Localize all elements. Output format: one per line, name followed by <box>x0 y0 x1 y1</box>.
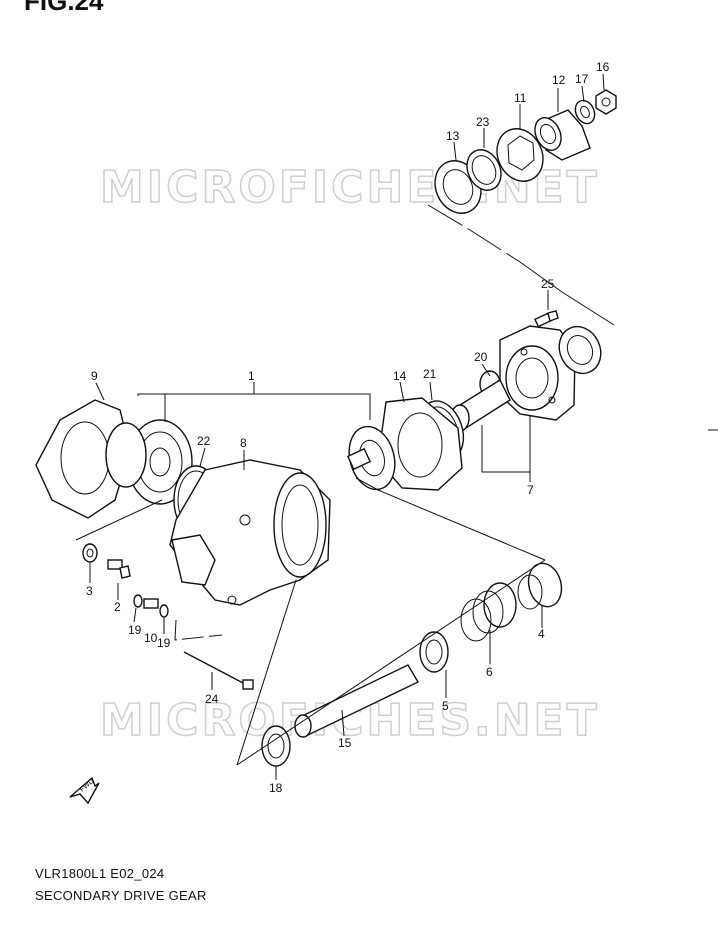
label-20: 20 <box>474 350 488 364</box>
label-16: 16 <box>596 60 610 74</box>
gasket-part-9 <box>35 399 131 519</box>
o-ring-part-19-left <box>133 594 143 608</box>
callout-labels: 1 2 3 4 5 6 7 8 9 10 11 12 13 14 15 16 1… <box>86 60 610 795</box>
label-5: 5 <box>442 699 449 713</box>
label-9: 9 <box>91 369 98 383</box>
o-ring-part-23 <box>466 149 502 191</box>
label-19-left: 19 <box>128 623 142 637</box>
washer-part-3 <box>82 543 98 563</box>
diagram-caption: SECONDARY DRIVE GEAR <box>35 888 207 903</box>
label-24: 24 <box>205 692 219 706</box>
label-15: 15 <box>338 736 352 750</box>
gear-case-part-8 <box>169 459 331 606</box>
o-ring-part-19-right <box>159 604 169 618</box>
pin-part-10 <box>143 598 159 609</box>
cam-part-5 <box>419 631 449 673</box>
label-25: 25 <box>541 277 555 291</box>
label-23: 23 <box>476 115 490 129</box>
fwd-arrow-icon: FWD <box>69 776 100 805</box>
bearing-part-4 <box>517 562 563 610</box>
label-8: 8 <box>240 436 247 450</box>
label-4: 4 <box>538 627 545 641</box>
label-14: 14 <box>393 369 407 383</box>
label-1: 1 <box>248 369 255 383</box>
figure-title: FIG.24 <box>24 0 104 16</box>
label-13: 13 <box>446 129 460 143</box>
label-18: 18 <box>269 781 283 795</box>
model-code: VLR1800L1 E02_024 <box>35 866 165 881</box>
label-7: 7 <box>527 483 534 497</box>
washer-part-17 <box>574 99 596 125</box>
bolt-part-24 <box>183 651 254 690</box>
label-17: 17 <box>575 72 589 86</box>
bolt-part-25 <box>534 310 559 328</box>
nut-part-16 <box>595 89 617 115</box>
label-6: 6 <box>486 665 493 679</box>
label-21: 21 <box>423 367 437 381</box>
bolt-part-2 <box>107 559 131 579</box>
collar-part-12 <box>534 109 591 161</box>
spring-part-6 <box>460 582 517 642</box>
label-3: 3 <box>86 584 93 598</box>
label-12: 12 <box>552 73 566 87</box>
label-22: 22 <box>197 434 211 448</box>
label-10: 10 <box>144 631 158 645</box>
bearing-right-part-7 <box>558 325 602 375</box>
label-11: 11 <box>514 91 527 105</box>
nut-part-11 <box>496 128 544 182</box>
drive-gear-part-1 <box>346 425 396 491</box>
label-19-right: 19 <box>157 636 171 650</box>
driven-gear-part-1 <box>105 419 193 505</box>
label-2: 2 <box>114 600 121 614</box>
